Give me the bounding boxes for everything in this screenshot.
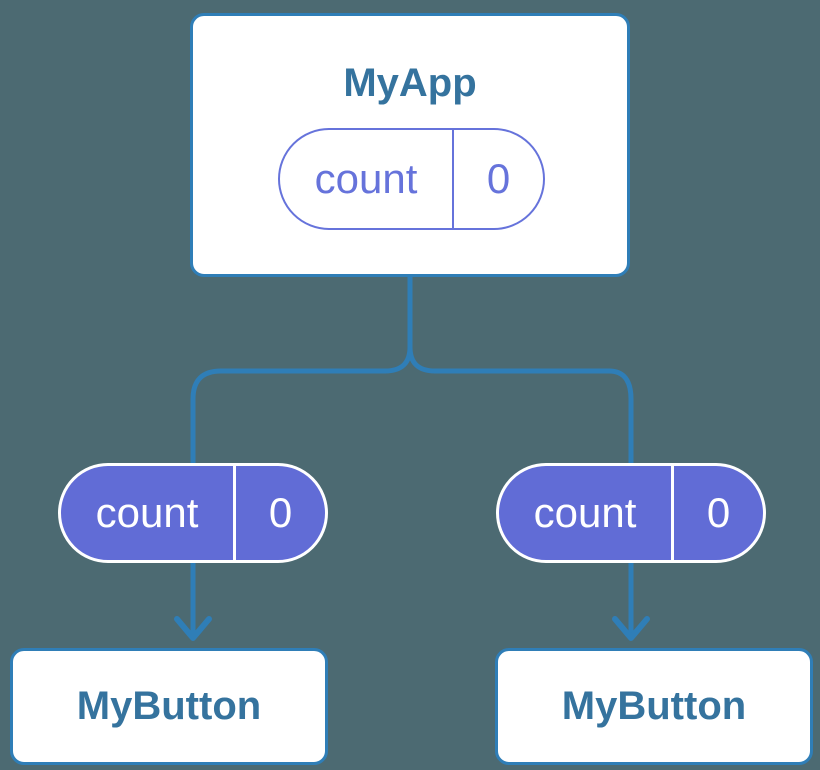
left-arrowhead-icon <box>174 616 212 641</box>
prop-pill-value: 0 <box>268 489 293 536</box>
component-card-myapp: MyApp count 0 <box>190 13 630 277</box>
prop-pill-value: 0 <box>706 489 731 536</box>
component-card-mybutton-right: MyButton <box>495 648 813 765</box>
myapp-title: MyApp <box>343 61 477 105</box>
connector-left-branch <box>190 277 413 466</box>
right-arrowhead-icon <box>612 616 650 641</box>
prop-pill-key: count <box>533 489 637 536</box>
state-pill-key: count <box>314 155 418 202</box>
pill-divider <box>671 466 674 560</box>
connector-right-branch <box>407 346 634 466</box>
pill-divider <box>452 130 454 228</box>
state-pill-value: 0 <box>486 155 511 202</box>
component-card-mybutton-left: MyButton <box>10 648 328 765</box>
prop-pill-key: count <box>95 489 199 536</box>
myapp-state-pill: count 0 <box>278 128 545 230</box>
prop-pill-left: count 0 <box>58 463 328 563</box>
prop-pill-right: count 0 <box>496 463 766 563</box>
pill-divider <box>233 466 236 560</box>
